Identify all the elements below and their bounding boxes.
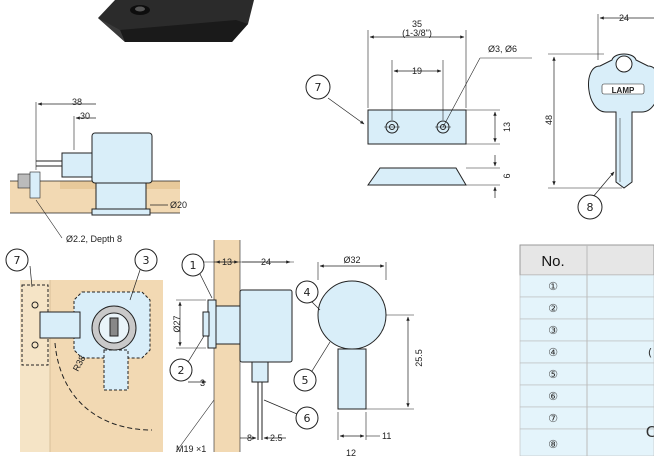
table-header-no: No. <box>541 253 564 270</box>
dim-48-key: 48 <box>544 115 554 125</box>
dim-19: 19 <box>412 66 422 76</box>
dim-11: 11 <box>382 431 391 441</box>
callout-4 <box>295 280 319 304</box>
installation-view <box>20 265 163 452</box>
callout-8 <box>577 194 603 220</box>
dim-12: 12 <box>346 448 356 456</box>
table-row-3: ③ <box>548 324 558 337</box>
dim-30: 30 <box>80 111 90 121</box>
key-drawing <box>548 14 654 199</box>
callout-3 <box>134 248 158 272</box>
dim-3: 3 <box>200 378 205 388</box>
table-row-2: ② <box>548 302 558 315</box>
dim-27: Ø27 <box>172 315 182 332</box>
callout-7-bottom-label: 7 <box>14 254 21 267</box>
dim-hole-dia: Ø3, Ø6 <box>488 44 517 54</box>
dim-35-inch: (1-3/8") <box>402 28 432 38</box>
table-row-6: ⑥ <box>548 390 558 403</box>
table-rows <box>519 274 654 456</box>
table-row-7: ⑦ <box>548 412 558 425</box>
callout-8-label: 8 <box>587 201 594 214</box>
side-view-drawing <box>175 240 294 453</box>
callout-1 <box>181 253 205 277</box>
table-row-5: ⑤ <box>548 368 558 381</box>
dim-2-5: 2.5 <box>270 433 283 443</box>
callout-1-label: 1 <box>190 259 197 272</box>
table-row-8: ⑧ <box>548 438 558 451</box>
callout-3-label: 3 <box>143 254 150 267</box>
callout-6-label: 6 <box>304 412 311 425</box>
callout-2 <box>169 358 193 382</box>
dim-35: 35 <box>412 19 422 29</box>
dim-13-plate: 13 <box>502 122 512 132</box>
dim-20: Ø20 <box>170 200 187 210</box>
callout-2-label: 2 <box>178 364 185 377</box>
dim-24-key: 24 <box>619 13 629 23</box>
callout-5 <box>293 368 317 392</box>
dim-thread: M19 ×1 <box>176 444 206 454</box>
dim-8: 8 <box>247 433 252 443</box>
callout-7-top-label: 7 <box>315 81 322 94</box>
drill-note: Ø2.2, Depth 8 <box>66 234 122 244</box>
parts-table <box>519 244 654 456</box>
dim-25-5: 25.5 <box>414 349 424 367</box>
dim-6-plate: 6 <box>502 173 512 178</box>
key-brand-label: LAMP <box>612 86 635 95</box>
dim-38: 38 <box>72 97 82 107</box>
dim-24-side: 24 <box>261 257 271 267</box>
table-row-4: ④ <box>548 346 558 359</box>
product-photo-block <box>98 0 254 42</box>
callout-4-label: 4 <box>304 286 311 299</box>
callout-5-label: 5 <box>302 374 309 387</box>
front-view-drawing <box>317 262 414 440</box>
mounting-section-drawing <box>10 102 180 239</box>
callout-7-top <box>305 74 331 100</box>
table-cell-row4-partial: ( <box>648 346 652 359</box>
dim-32: Ø32 <box>343 255 360 265</box>
table-row-1: ① <box>548 280 558 293</box>
dim-13-side: 13 <box>222 257 232 267</box>
strike-plate-drawing <box>327 30 532 198</box>
table-cell-row7-partial: C <box>646 423 654 441</box>
callout-7-bottom <box>5 248 29 272</box>
callout-6 <box>295 406 319 430</box>
